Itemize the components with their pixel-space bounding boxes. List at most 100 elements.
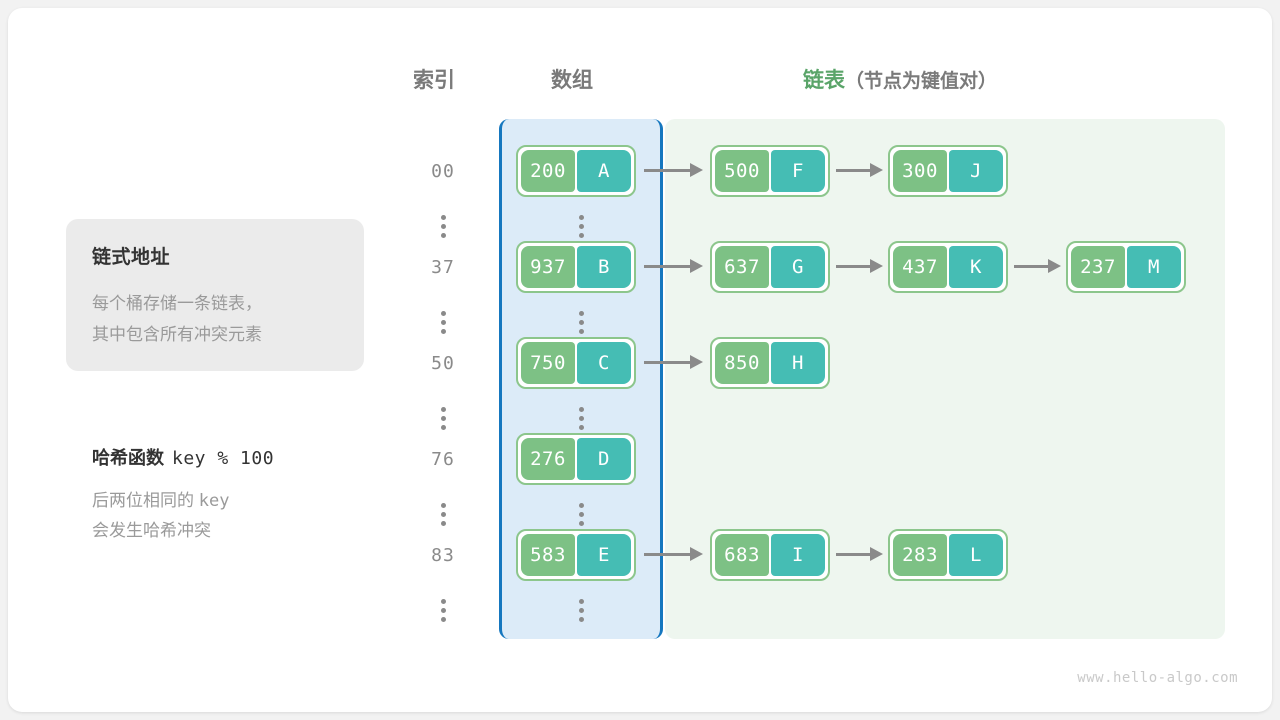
node-value: F (771, 150, 825, 192)
node-key: 583 (521, 534, 575, 576)
node-key: 750 (521, 342, 575, 384)
node-value: A (577, 150, 631, 192)
vertical-ellipsis (571, 403, 591, 430)
chain-arrow (636, 145, 710, 197)
column-header-array: 数组 (551, 69, 593, 92)
chain-arrow (1008, 241, 1066, 293)
ellipsis-dot (578, 233, 584, 238)
node-value: G (771, 246, 825, 288)
ellipsis-dot (440, 608, 446, 613)
ellipsis-dot (578, 329, 584, 334)
ellipsis-dot (578, 617, 584, 622)
hash-function-title: 哈希函数 (92, 448, 164, 468)
node-value: L (949, 534, 1003, 576)
vertical-ellipsis (571, 211, 591, 238)
ellipsis-dot (578, 608, 584, 613)
vertical-ellipsis (433, 595, 453, 622)
hash-function-expression: key % 100 (172, 448, 275, 469)
bucket-index: 37 (431, 256, 455, 278)
ellipsis-dot (578, 521, 584, 526)
chain-arrow (636, 529, 710, 581)
chain-arrow (830, 145, 888, 197)
node-value: K (949, 246, 1003, 288)
ellipsis-dot (440, 425, 446, 430)
ellipsis-dot (440, 320, 446, 325)
vertical-ellipsis (571, 595, 591, 622)
callout-body: 每个桶存储一条链表， 其中包含所有冲突元素 (92, 288, 342, 350)
vertical-ellipsis (571, 499, 591, 526)
node-key: 500 (715, 150, 769, 192)
hash-note-line-2: 会发生哈希冲突 (92, 521, 211, 540)
ellipsis-dot (440, 329, 446, 334)
node-value: J (949, 150, 1003, 192)
bucket-index: 00 (431, 160, 455, 182)
vertical-ellipsis (433, 499, 453, 526)
ellipsis-dot (578, 407, 584, 412)
hash-note-line-1-mono: key (198, 491, 230, 511)
node-key: 850 (715, 342, 769, 384)
node-key: 637 (715, 246, 769, 288)
chain-arrow (830, 529, 888, 581)
column-header-index: 索引 (413, 69, 455, 92)
node-key: 237 (1071, 246, 1125, 288)
ellipsis-dot (578, 512, 584, 517)
callout-body-line-1: 每个桶存储一条链表， (92, 294, 262, 313)
hash-note-line-1-text: 后两位相同的 (92, 491, 194, 510)
hash-function-note: 后两位相同的 key 会发生哈希冲突 (92, 486, 352, 546)
node-value: B (577, 246, 631, 288)
ellipsis-dot (440, 224, 446, 229)
ellipsis-dot (578, 425, 584, 430)
vertical-ellipsis (433, 211, 453, 238)
callout-box (66, 219, 364, 371)
node-value: E (577, 534, 631, 576)
ellipsis-dot (440, 233, 446, 238)
diagram-card: 索引 数组 链表（节点为键值对） 链式地址 每个桶存储一条链表， 其中包含所有冲… (8, 8, 1272, 712)
ellipsis-dot (440, 416, 446, 421)
ellipsis-dot (578, 224, 584, 229)
node-key: 937 (521, 246, 575, 288)
column-header-linked-list: 链表（节点为键值对） (803, 64, 997, 94)
bucket-index: 50 (431, 352, 455, 374)
vertical-ellipsis (571, 307, 591, 334)
bucket-index: 83 (431, 544, 455, 566)
ellipsis-dot (440, 503, 446, 508)
node-key: 683 (715, 534, 769, 576)
node-value: D (577, 438, 631, 480)
node-value: H (771, 342, 825, 384)
callout-body-line-2: 其中包含所有冲突元素 (92, 325, 262, 344)
ellipsis-dot (578, 599, 584, 604)
ellipsis-dot (440, 617, 446, 622)
ellipsis-dot (440, 512, 446, 517)
callout-title: 链式地址 (92, 247, 171, 268)
chain-arrow (636, 241, 710, 293)
ellipsis-dot (578, 311, 584, 316)
node-value: C (577, 342, 631, 384)
column-header-linked-list-main: 链表 (803, 69, 845, 92)
column-header-linked-list-sub: （节点为键值对） (845, 71, 998, 92)
node-value: M (1127, 246, 1181, 288)
node-key: 276 (521, 438, 575, 480)
ellipsis-dot (578, 320, 584, 325)
bucket-index: 76 (431, 448, 455, 470)
node-value: I (771, 534, 825, 576)
